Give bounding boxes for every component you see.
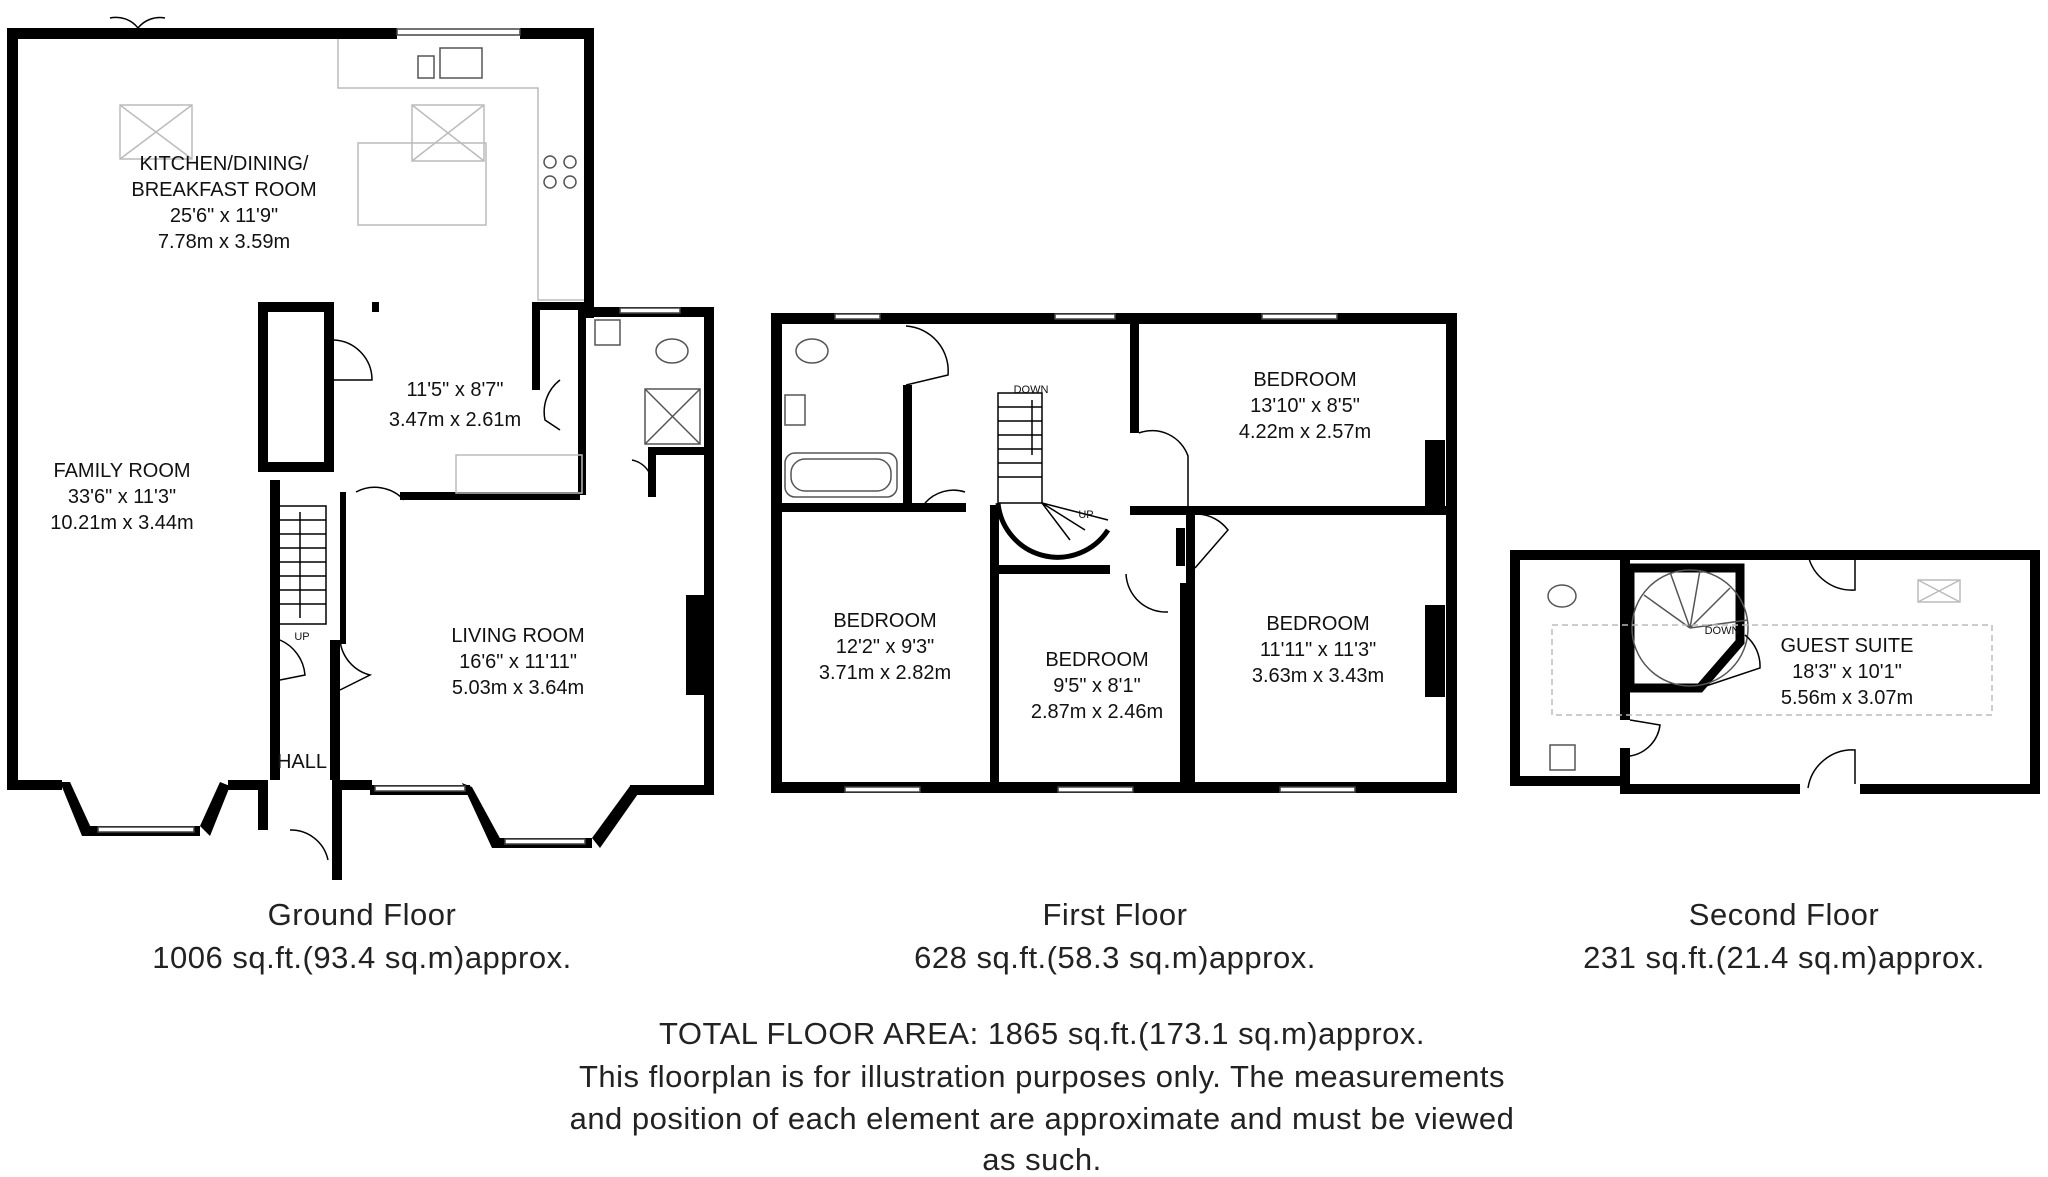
first-stair-up-label: UP bbox=[1078, 509, 1093, 521]
bedroom-ne-name: BEDROOM bbox=[1253, 369, 1356, 391]
second-floor-title: Second Floor bbox=[1689, 897, 1879, 932]
kitchen-size-metric: 7.78m x 3.59m bbox=[158, 231, 290, 253]
first-stair-down-label: DOWN bbox=[1014, 384, 1049, 396]
second-stair-down-label: DOWN bbox=[1705, 625, 1740, 637]
first-floor-plan: BEDROOM 13'10" x 8'5" 4.22m x 2.57m BEDR… bbox=[771, 313, 1457, 793]
disclaimer-line-3: as such. bbox=[982, 1142, 1101, 1177]
ground-stair-up-label: UP bbox=[294, 631, 309, 643]
first-floor-area: 628 sq.ft.(58.3 sq.m)approx. bbox=[914, 940, 1316, 975]
kitchen-name-2: BREAKFAST ROOM bbox=[131, 179, 316, 201]
bedroom-mid-size-imperial: 9'5" x 8'1" bbox=[1053, 675, 1140, 697]
bedroom-mid-name: BEDROOM bbox=[1045, 649, 1148, 671]
disclaimer-line-1: This floorplan is for illustration purpo… bbox=[579, 1059, 1505, 1094]
bedroom-ne-size-imperial: 13'10" x 8'5" bbox=[1250, 395, 1360, 417]
total-floor-area: TOTAL FLOOR AREA: 1865 sq.ft.(173.1 sq.m… bbox=[659, 1016, 1425, 1051]
utility-size-metric: 3.47m x 2.61m bbox=[389, 409, 521, 431]
bedroom-w-name: BEDROOM bbox=[833, 610, 936, 632]
living-room-name: LIVING ROOM bbox=[451, 625, 584, 647]
ground-floor-plan: KITCHEN/DINING/ BREAKFAST ROOM 25'6" x 1… bbox=[7, 16, 714, 880]
guest-suite-size-metric: 5.56m x 3.07m bbox=[1781, 687, 1913, 709]
bedroom-e-size-metric: 3.63m x 3.43m bbox=[1252, 665, 1384, 687]
living-room-size-imperial: 16'6" x 11'11" bbox=[459, 651, 577, 673]
living-room-size-metric: 5.03m x 3.64m bbox=[452, 677, 584, 699]
kitchen-size-imperial: 25'6" x 11'9" bbox=[170, 205, 278, 227]
bedroom-ne-size-metric: 4.22m x 2.57m bbox=[1239, 421, 1371, 443]
family-room-name: FAMILY ROOM bbox=[53, 460, 190, 482]
family-room-size-imperial: 33'6" x 11'3" bbox=[68, 486, 176, 508]
guest-suite-name: GUEST SUITE bbox=[1781, 635, 1914, 657]
first-floor-title: First Floor bbox=[1043, 897, 1188, 932]
second-floor-area: 231 sq.ft.(21.4 sq.m)approx. bbox=[1583, 940, 1985, 975]
ground-floor-title: Ground Floor bbox=[268, 897, 457, 932]
hall-label: HALL bbox=[277, 751, 327, 773]
bedroom-w-size-imperial: 12'2" x 9'3" bbox=[836, 636, 935, 658]
kitchen-name-1: KITCHEN/DINING/ bbox=[140, 153, 309, 175]
second-floor-plan: GUEST SUITE 18'3" x 10'1" 5.56m x 3.07m … bbox=[1510, 550, 2040, 794]
utility-size-imperial: 11'5" x 8'7" bbox=[406, 379, 503, 401]
disclaimer-line-2: and position of each element are approxi… bbox=[570, 1101, 1515, 1136]
bedroom-e-name: BEDROOM bbox=[1266, 613, 1369, 635]
bedroom-mid-size-metric: 2.87m x 2.46m bbox=[1031, 701, 1163, 723]
family-room-size-metric: 10.21m x 3.44m bbox=[50, 512, 193, 534]
bedroom-e-size-imperial: 11'11" x 11'3" bbox=[1260, 639, 1376, 661]
bedroom-w-size-metric: 3.71m x 2.82m bbox=[819, 662, 951, 684]
guest-suite-size-imperial: 18'3" x 10'1" bbox=[1792, 661, 1902, 683]
ground-floor-area: 1006 sq.ft.(93.4 sq.m)approx. bbox=[152, 940, 571, 975]
